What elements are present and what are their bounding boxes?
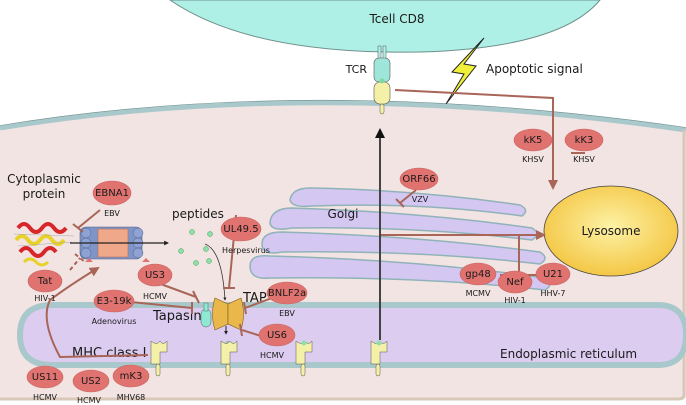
svg-text:EBV: EBV (279, 309, 295, 318)
apoptotic-signal-icon (445, 37, 485, 105)
cell-membrane (0, 100, 686, 133)
apoptotic-signal-label: Apoptotic signal (486, 62, 583, 76)
viral-protein-US6: US6 HCMV (258, 323, 296, 360)
mhc-class-i-loaded (295, 340, 313, 377)
er-label: Endoplasmic reticulum (500, 347, 637, 361)
svg-text:mK3: mK3 (120, 371, 143, 382)
svg-text:Adenovirus: Adenovirus (92, 317, 137, 326)
viral-protein-ORF66: ORF66 VZV (399, 167, 439, 204)
proteasome-icon (79, 226, 150, 262)
svg-text:EBNA1: EBNA1 (95, 188, 129, 199)
cytoplasmic-protein-icon (13, 218, 75, 267)
svg-text:KHSV: KHSV (522, 155, 544, 164)
tcell-label: Tcell CD8 (368, 12, 424, 26)
viral-protein-US11: US11 HCMV (26, 365, 64, 402)
tap-transporter-icon (212, 297, 244, 347)
svg-text:BNLF2a: BNLF2a (268, 288, 306, 299)
viral-protein-EBNA1: EBNA1 EBV (92, 180, 132, 218)
svg-text:US2: US2 (81, 376, 101, 387)
viral-protein-UL49.5: UL49.5 Herpesvirus (220, 216, 270, 255)
golgi-label: Golgi (328, 207, 359, 221)
tapasin-icon (200, 302, 212, 328)
svg-text:HIV-1: HIV-1 (34, 294, 55, 303)
tcr-to-lysosome-arrow (394, 89, 558, 190)
viral-protein-gp48: gp48 MCMV (459, 262, 497, 298)
svg-text:HIV-1: HIV-1 (504, 296, 525, 305)
svg-text:Nef: Nef (506, 277, 524, 288)
viral-protein-mK3: mK3 MHV68 (112, 364, 150, 402)
lysosome-label: Lysosome (582, 224, 641, 238)
svg-text:kK3: kK3 (575, 135, 594, 146)
peptide-to-tap-arrow (204, 243, 227, 301)
svg-text:HCMV: HCMV (77, 396, 102, 405)
svg-text:kK5: kK5 (524, 135, 543, 146)
svg-text:KHSV: KHSV (573, 155, 595, 164)
mhc-class-i-empty-2 (220, 340, 238, 377)
svg-text:MCMV: MCMV (466, 289, 491, 298)
svg-text:E3-19k: E3-19k (97, 296, 132, 307)
mhc-degradation-arrow (45, 266, 149, 359)
endoplasmic-reticulum (16, 302, 686, 368)
svg-text:gp48: gp48 (465, 269, 490, 280)
viral-protein-kK5: kK5 KHSV (513, 128, 553, 164)
viral-protein-US2: US2 HCMV (72, 369, 110, 405)
svg-text:EBV: EBV (104, 209, 120, 218)
svg-text:MHV68: MHV68 (117, 393, 146, 402)
cytoplasmic-protein-label-2: protein (23, 187, 66, 201)
svg-text:US3: US3 (145, 270, 165, 281)
svg-text:VZV: VZV (412, 195, 429, 204)
peptide-dots (178, 229, 213, 266)
viral-protein-U21: U21 HHV-7 (535, 262, 571, 298)
svg-text:HCMV: HCMV (33, 393, 58, 402)
svg-text:HHV-7: HHV-7 (540, 289, 565, 298)
golgi (249, 187, 551, 291)
peptides-label: peptides (172, 207, 224, 221)
svg-text:US6: US6 (267, 330, 287, 341)
viral-protein-Nef: Nef HIV-1 (497, 270, 533, 305)
svg-text:HCMV: HCMV (260, 351, 285, 360)
mhc-label: MHC class I (72, 346, 146, 361)
viral-protein-US3: US3 HCMV (137, 263, 173, 301)
viral-protein-Tat: Tat HIV-1 (27, 269, 63, 303)
tcell-body (169, 0, 601, 53)
svg-text:U21: U21 (543, 269, 563, 280)
svg-text:UL49.5: UL49.5 (223, 224, 258, 235)
viral-protein-kK3: kK3 KHSV (564, 128, 604, 164)
tapasin-label: Tapasin (152, 309, 202, 324)
mhc-class-i-empty (150, 340, 168, 377)
svg-text:US11: US11 (32, 372, 58, 383)
mhc-class-i-loaded-2 (370, 340, 388, 377)
svg-text:Tat: Tat (37, 276, 53, 287)
cytoplasmic-protein-label-1: Cytoplasmic (7, 172, 81, 186)
svg-text:Herpesvirus: Herpesvirus (222, 246, 270, 255)
tcr-label: TCR (345, 63, 368, 76)
viral-protein-BNLF2a: BNLF2a EBV (266, 281, 308, 318)
svg-text:ORF66: ORF66 (402, 174, 435, 185)
svg-text:HCMV: HCMV (143, 292, 168, 301)
viral-protein-E3-19k: E3-19k Adenovirus (92, 289, 137, 326)
tcr-icon (373, 45, 391, 115)
